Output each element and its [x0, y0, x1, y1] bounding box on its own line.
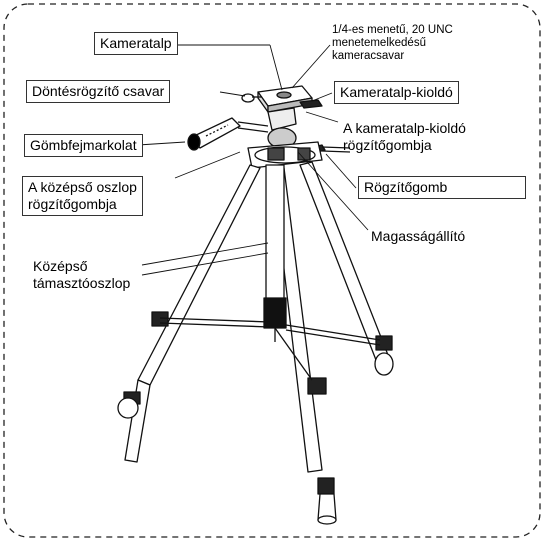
label-lock-knob: Rögzítőgomb: [358, 176, 526, 199]
label-center-column-lock-knob: A középső oszlop rögzítőgombja: [22, 176, 143, 216]
label-center-support-column-line2: támasztóoszlop: [33, 275, 131, 291]
label-thread-line1: 1/4-es menetű, 20 UNC: [332, 24, 453, 36]
label-thread-line3: kameracsavar: [332, 50, 405, 62]
center-column: [263, 164, 287, 342]
label-center-column-lock-knob-line2: rögzítőgombja: [28, 196, 117, 212]
label-camera-mount-release: Kameratalp-kioldó: [334, 81, 459, 104]
tripod-drawing: [117, 85, 394, 525]
label-ball-head-handle: Gömbfejmarkolat: [24, 134, 143, 157]
label-release-lock-knob-line2: rögzítőgombja: [343, 137, 432, 153]
leader-lines: [137, 44, 369, 276]
label-camera-mount: Kameratalp: [94, 32, 178, 55]
label-thread-line2: menetemelkedésű: [332, 37, 426, 49]
label-release-lock-knob: A kameratalp-kioldó rögzítőgombja: [338, 118, 471, 156]
tripod-legs: [117, 161, 394, 525]
dashed-border: [3, 3, 541, 538]
label-center-support-column: Középső támasztóoszlop: [28, 256, 135, 294]
label-release-lock-knob-line1: A kameratalp-kioldó: [343, 120, 466, 136]
label-center-column-lock-knob-line1: A középső oszlop: [28, 179, 137, 195]
label-thread: 1/4-es menetű, 20 UNC menetemelkedésű ka…: [328, 22, 457, 65]
label-center-support-column-line1: Középső: [33, 258, 88, 274]
label-height-adjuster: Magasságállító: [371, 228, 466, 244]
label-tilt-lock-screw: Döntésrögzítő csavar: [26, 80, 171, 103]
